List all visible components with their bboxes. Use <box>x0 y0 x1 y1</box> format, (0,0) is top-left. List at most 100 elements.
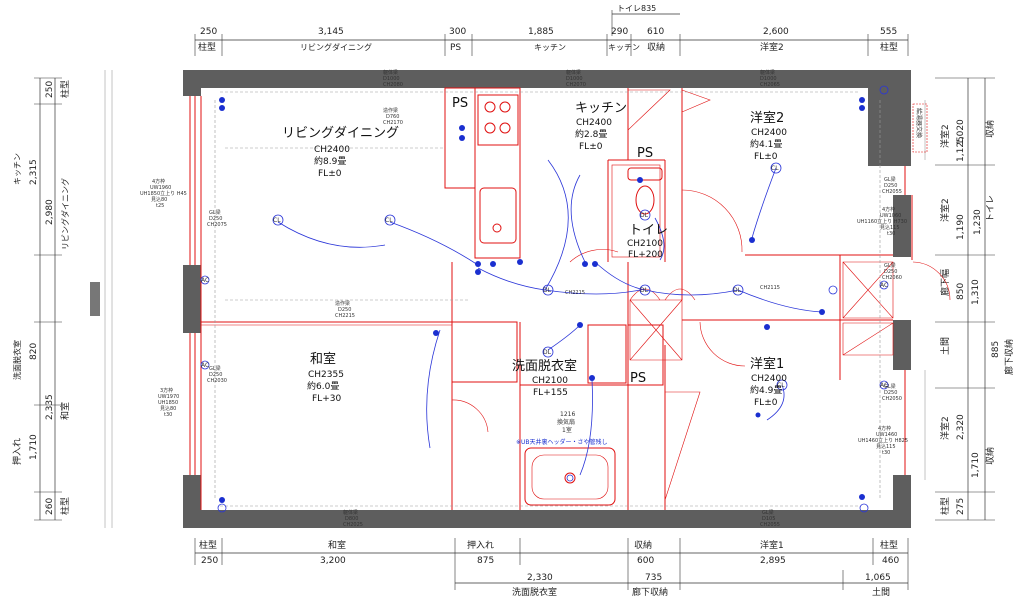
left-label-5: 押入れ <box>11 438 23 465</box>
room-ldk-fl: FL±0 <box>318 169 342 179</box>
cl-label-4: CL <box>777 382 785 389</box>
note-gl1b: D250 <box>209 216 222 222</box>
room-ldk: リビングダイニング CH2400 約8.9畳 FL±0 <box>282 126 399 179</box>
bottom-dim-4: 2,895 <box>760 556 786 566</box>
note-gl5: GL梁 <box>884 383 896 390</box>
note-beam-top2b: D1000 <box>566 76 583 82</box>
balcony-lines <box>104 70 926 528</box>
note-zosaku1c: CH2170 <box>383 120 403 126</box>
note-zosaku2c: CH2215 <box>335 313 355 319</box>
note-gl5b: D250 <box>884 390 897 396</box>
ventilation-fan: 1216 換気扇 1室 ※UB天井裏ヘッダー・さや管残し <box>516 411 608 446</box>
structural-walls <box>90 70 911 528</box>
cl-label-1: CL <box>273 217 281 224</box>
ps-label-3: PS <box>630 371 646 386</box>
room-ldk-name: リビングダイニング <box>282 126 399 141</box>
right-dim-5: 850 <box>956 283 966 300</box>
note-gl4c: CH2060 <box>882 275 902 281</box>
bottom-dim-1: 3,200 <box>320 556 346 566</box>
note-gl4b: D250 <box>884 269 897 275</box>
top-label-4: キッチン <box>608 43 640 52</box>
bottom-label-1: 和室 <box>328 539 346 551</box>
right-dimensions: 1,020 収納 洋室2 1,125 1,230 トイレ 洋室2 1,190 1… <box>935 77 1015 521</box>
top-dimensions: トイレ835 250 3,145 300 1,885 290 610 2,600… <box>194 4 909 56</box>
note-win3e: t30 <box>887 231 895 237</box>
right-label-9: 柱型 <box>939 497 951 515</box>
room-japanese-name: 和室 <box>310 351 336 367</box>
note-win4b: UW1460 <box>876 432 897 438</box>
note-beam-bot2c: CH2055 <box>760 522 780 528</box>
fan-model: 1216 <box>560 411 575 418</box>
note-win4c: UH1460立上り H825 <box>858 437 908 444</box>
room-toilet-ch: CH2100 <box>627 239 663 249</box>
ps-label-1: PS <box>452 96 468 111</box>
room-washroom: 洗面脱衣室 CH2100 FL+155 <box>512 358 577 398</box>
left-dimensions: 250 柱型 キッチン 2,315 2,980 リビングダイニング 洗面脱衣室 … <box>11 77 71 521</box>
room-japanese: 和室 CH2355 約6.0畳 FL+30 <box>307 351 344 404</box>
note-beam-bot2b: D105 <box>762 516 775 522</box>
right-dim-7: 2,320 <box>956 414 966 440</box>
left-label-4: 和室 <box>59 402 71 420</box>
top-dim-6: 2,600 <box>763 27 789 37</box>
water-heater-text: 給湯器交換 <box>915 108 923 138</box>
right-label-3: 洋室2 <box>939 198 951 222</box>
room-kitchen-name: キッチン <box>575 101 627 116</box>
right-label-2: トイレ <box>986 195 996 222</box>
room-japanese-fl: FL+30 <box>312 394 341 404</box>
left-dim-0: 250 <box>45 81 55 98</box>
top-dim-1: 3,145 <box>318 27 344 37</box>
left-label-1: キッチン <box>13 153 22 185</box>
note-beam-top1c: CH2080 <box>383 82 403 88</box>
dl-label-1: DL <box>543 287 552 294</box>
bottom-dim-5: 460 <box>882 556 899 566</box>
note-win1e: t25 <box>156 203 164 209</box>
note-gl1c: CH2075 <box>207 222 227 228</box>
top-dim-2: 300 <box>449 27 466 37</box>
right-label-5: 廊下幅 <box>939 269 951 296</box>
note-zosaku2: 造作梁 <box>335 300 350 307</box>
left-dim-4: 2,335 <box>45 394 55 420</box>
top-label-6: 洋室2 <box>760 41 784 53</box>
right-label-4: 土間 <box>939 337 951 355</box>
cl-label-2: CL <box>385 217 393 224</box>
top-dim-5: 610 <box>647 27 664 37</box>
note-win1d: 見込80 <box>151 196 167 203</box>
right-dim-2: 1,230 <box>973 209 983 235</box>
room-japanese-ch: CH2355 <box>308 370 344 380</box>
room-western2-ch: CH2400 <box>751 128 787 138</box>
right-label-8: 収納 <box>984 447 996 465</box>
top-dim-3: 1,885 <box>528 27 554 37</box>
top-label-7: 柱型 <box>880 41 898 53</box>
note-win4: 4方枠 <box>878 425 891 432</box>
room-western1: 洋室1 CH2400 約4.9畳 FL±0 <box>750 356 787 408</box>
top-dim-4: 290 <box>611 27 628 37</box>
note-beam-top2: 躯体梁 <box>566 69 581 76</box>
ps-shafts <box>444 87 711 501</box>
light-symbols: CL CL CL CL DL DL DL DL DL AC AC AC AC <box>200 85 889 513</box>
room-kitchen-area: 約2.8畳 <box>575 128 607 140</box>
top-dim-7: 555 <box>880 27 897 37</box>
fan-count: 1室 <box>562 426 572 434</box>
annotations: 躯体梁 D1000 CH2080 躯体梁 D1000 CH2070 躯体梁 D1… <box>140 69 908 528</box>
note-win1b: UW1960 <box>150 185 171 191</box>
room-ldk-ch: CH2400 <box>314 145 350 155</box>
top-dim-0: 250 <box>200 27 217 37</box>
right-dim-8: 1,710 <box>971 452 981 478</box>
bottom-dimensions: 柱型 和室 押入れ 収納 洋室1 柱型 250 3,200 875 600 2,… <box>194 538 909 598</box>
note-ch2115: CH2115 <box>760 285 780 291</box>
left-dim-5: 1,710 <box>29 434 39 460</box>
note-gl1: GL梁 <box>209 209 221 216</box>
top-label-0: 柱型 <box>198 41 216 53</box>
bottom-dim2-0: 2,330 <box>527 573 553 583</box>
ac-label-2: AC <box>201 362 209 369</box>
beam-lines <box>214 91 881 507</box>
right-dim-9: 275 <box>956 498 966 515</box>
room-western1-ch: CH2400 <box>751 374 787 384</box>
wiring <box>277 159 823 476</box>
bottom-dim-0: 250 <box>201 556 218 566</box>
note-beam-top3b: D1000 <box>760 76 777 82</box>
note-win2e: t30 <box>164 412 172 418</box>
right-dim-0: 1,020 <box>956 119 966 145</box>
bottom-label2-1: 廊下収納 <box>632 586 668 598</box>
partitions <box>200 87 913 510</box>
